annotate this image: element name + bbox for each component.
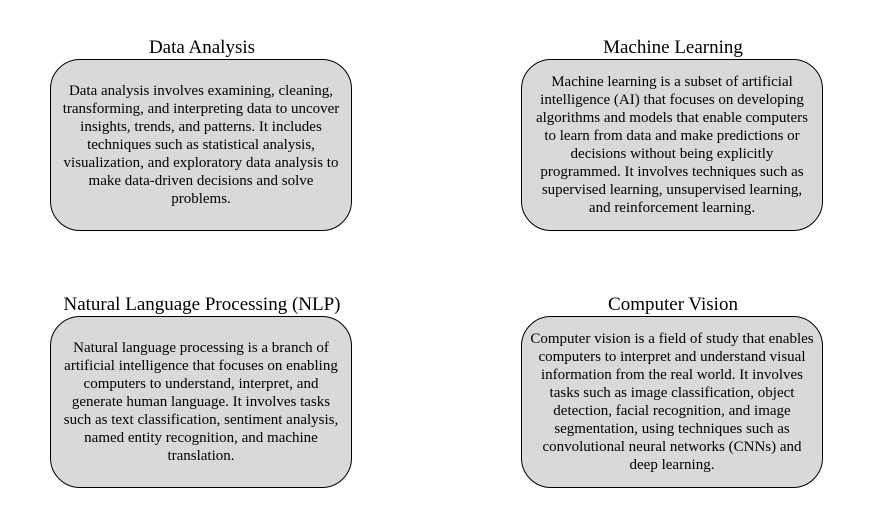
panel-box: Data analysis involves examining, cleani… — [50, 59, 352, 231]
panel-computer-vision: Computer Vision Computer vision is a fie… — [521, 294, 825, 488]
panel-title: Natural Language Processing (NLP) — [63, 294, 341, 315]
panel-machine-learning: Machine Learning Machine learning is a s… — [521, 37, 825, 231]
panel-title: Computer Vision — [608, 294, 738, 315]
panel-description: Data analysis involves examining, cleani… — [62, 83, 340, 207]
panel-natural-language-processing: Natural Language Processing (NLP) Natura… — [50, 294, 354, 488]
panel-box: Machine learning is a subset of artifici… — [521, 59, 823, 231]
panel-box: Natural language processing is a branch … — [50, 316, 352, 488]
panel-data-analysis: Data Analysis Data analysis involves exa… — [50, 37, 354, 231]
panel-description: Natural language processing is a branch … — [63, 340, 339, 464]
panel-title: Machine Learning — [603, 37, 743, 58]
panel-description: Computer vision is a field of study that… — [530, 331, 814, 473]
panel-title: Data Analysis — [148, 37, 256, 58]
panel-box: Computer vision is a field of study that… — [521, 316, 823, 488]
panel-description: Machine learning is a subset of artifici… — [535, 74, 808, 216]
